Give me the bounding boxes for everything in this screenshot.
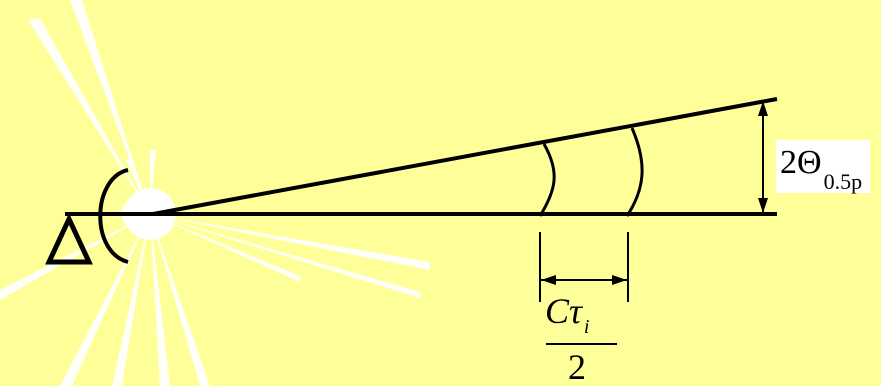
- beam-width-subscript: 0.5p: [823, 169, 863, 194]
- beam-upper-edge: [152, 97, 778, 216]
- pulse-front-1: [538, 143, 556, 217]
- delta-triangle-icon: [45, 213, 93, 265]
- beam-width-symbol: Θ: [797, 144, 822, 181]
- beam-width-coefficient: 2: [780, 144, 797, 181]
- pulse-duration-symbol: τ: [569, 291, 582, 331]
- pulse-arrow-left: [541, 275, 556, 285]
- beam-width-label: 2Θ0.5p: [776, 140, 871, 194]
- pulse-front-2: [625, 127, 644, 217]
- beam-width-arrow-top: [758, 101, 768, 116]
- pulse-length-denominator: 2: [568, 347, 586, 386]
- speed-of-light-symbol: C: [545, 291, 570, 331]
- antenna-glow: [0, 0, 430, 386]
- pulse-duration-subscript: i: [583, 316, 590, 338]
- beam-width-arrow-bottom: [758, 198, 768, 213]
- pulse-arrow-right: [612, 275, 627, 285]
